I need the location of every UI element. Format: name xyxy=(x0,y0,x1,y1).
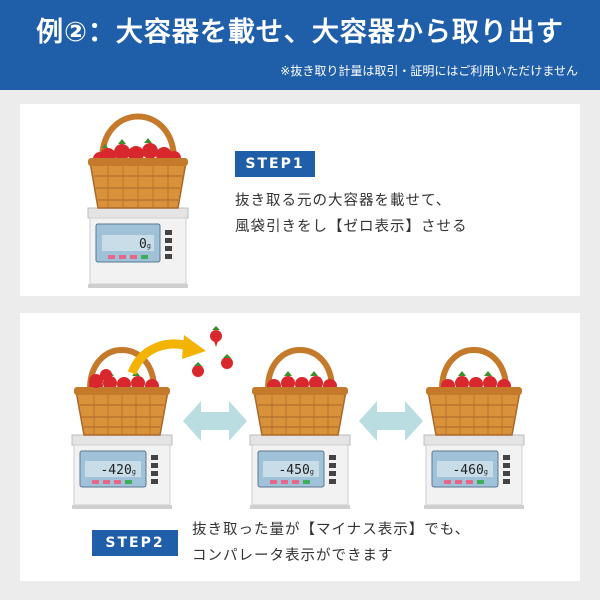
step2-illustration: -420g -450g xyxy=(20,326,580,510)
strawberry-icon xyxy=(210,326,222,347)
strawberry-icon xyxy=(192,362,204,377)
unit-g-icon: g xyxy=(310,468,314,476)
scale-display-value: -450g xyxy=(278,463,314,478)
basket-icon xyxy=(252,350,348,435)
scale-icon: -420g xyxy=(71,434,173,510)
step2-panel: -420g -450g xyxy=(20,313,580,581)
scale-icon: -460g xyxy=(423,434,525,510)
scale-icon: -450g xyxy=(249,434,351,510)
curved-arrow-icon xyxy=(127,335,206,375)
unit-g-icon: g xyxy=(132,468,136,476)
double-arrow-icon xyxy=(359,401,423,441)
unit-g-icon: g xyxy=(147,242,151,250)
step1-illustration: 0g xyxy=(87,113,189,288)
disclaimer-note: ※抜き取り計量は取引・証明にはご利用いただけません xyxy=(280,64,578,78)
step1-description-line1: 抜き取る元の大容器を載せて、 xyxy=(235,193,452,209)
basket-icon xyxy=(426,350,522,435)
step1-description-line2: 風袋引きをし【ゼロ表示】させる xyxy=(235,219,468,235)
strawberry-pile-icon xyxy=(89,369,112,388)
step1-panel: 0g STEP1 抜き取る元の大 xyxy=(20,104,580,296)
basket-icon xyxy=(74,350,170,435)
header-banner: 例②：大容器を載せ、大容器から取り出す ※抜き取り計量は取引・証明にはご利用いた… xyxy=(0,0,600,90)
page-title: 例②：大容器を載せ、大容器から取り出す xyxy=(36,17,564,48)
step2-description-line2: コンパレータ表示ができます xyxy=(192,548,394,564)
step2-badge: STEP2 xyxy=(92,530,178,556)
unit-g-icon: g xyxy=(484,468,488,476)
scale-icon: 0g xyxy=(87,207,189,288)
strawberry-icon xyxy=(221,354,233,369)
scale-display-value: -420g xyxy=(100,463,136,478)
double-arrow-icon xyxy=(183,401,247,441)
scale-display-value: -460g xyxy=(452,463,488,478)
basket-icon xyxy=(88,113,188,209)
step2-description-line1: 抜き取った量が【マイナス表示】でも、 xyxy=(192,522,471,538)
step1-badge: STEP1 xyxy=(235,151,315,177)
